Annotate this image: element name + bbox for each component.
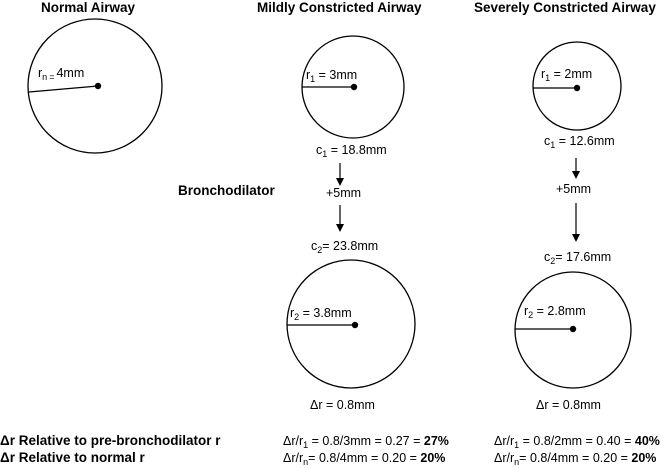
normal-radius-line — [28, 85, 99, 93]
severe-c1-label: c1 = 12.6mm — [544, 134, 615, 150]
mild-delta-label: Δr = 0.8mm — [310, 398, 375, 412]
bronchodilator-label: Bronchodilator — [178, 183, 275, 198]
mild-relative-normal-value: Δr/rn= 0.8/4mm = 0.20 = 20% — [283, 451, 446, 467]
severe-r1-label: r1 = 2mm — [541, 67, 593, 83]
severe-add-label: +5mm — [556, 182, 592, 196]
normal-airway-circle — [27, 18, 163, 154]
severe-center-dot-after — [569, 325, 577, 333]
row-label-pre-bronchodilator: Δr Relative to pre-bronchodilator r — [0, 433, 221, 448]
mild-c1-label: c1 = 18.8mm — [316, 143, 387, 159]
mild-c2-label: c2= 23.8mm — [311, 239, 379, 255]
mild-airway-circle-after — [286, 259, 416, 389]
severe-airway-circle-after — [514, 271, 632, 389]
mild-add-label: +5mm — [326, 186, 362, 200]
severe-airway-circle-before — [532, 41, 622, 131]
header-normal-airway: Normal Airway — [41, 0, 136, 15]
mild-center-dot-before — [350, 83, 358, 91]
row-label-normal: Δr Relative to normal r — [0, 450, 145, 465]
header-severe-airway: Severely Constricted Airway — [474, 0, 656, 15]
normal-radius-label: rn=4mm — [38, 66, 85, 82]
mild-r2-label: r2 = 3.8mm — [290, 306, 352, 322]
header-mild-airway: Mildly Constricted Airway — [257, 0, 422, 15]
severe-relative-pre-value: Δr/r1 = 0.8/2mm = 0.40 = 40% — [494, 434, 660, 450]
mild-center-dot-after — [351, 321, 359, 329]
normal-center-dot — [94, 82, 102, 90]
severe-center-dot-before — [573, 84, 581, 92]
severe-delta-label: Δr = 0.8mm — [536, 398, 601, 412]
mild-r1-label: r1 = 3mm — [306, 68, 358, 84]
severe-r2-label: r2 = 2.8mm — [524, 304, 586, 320]
mild-relative-pre-value: Δr/r1 = 0.8/3mm = 0.27 = 27% — [283, 434, 449, 450]
severe-relative-normal-value: Δr/rn= 0.8/4mm = 0.20 = 20% — [494, 451, 657, 467]
severe-c2-label: c2= 17.6mm — [544, 250, 612, 266]
